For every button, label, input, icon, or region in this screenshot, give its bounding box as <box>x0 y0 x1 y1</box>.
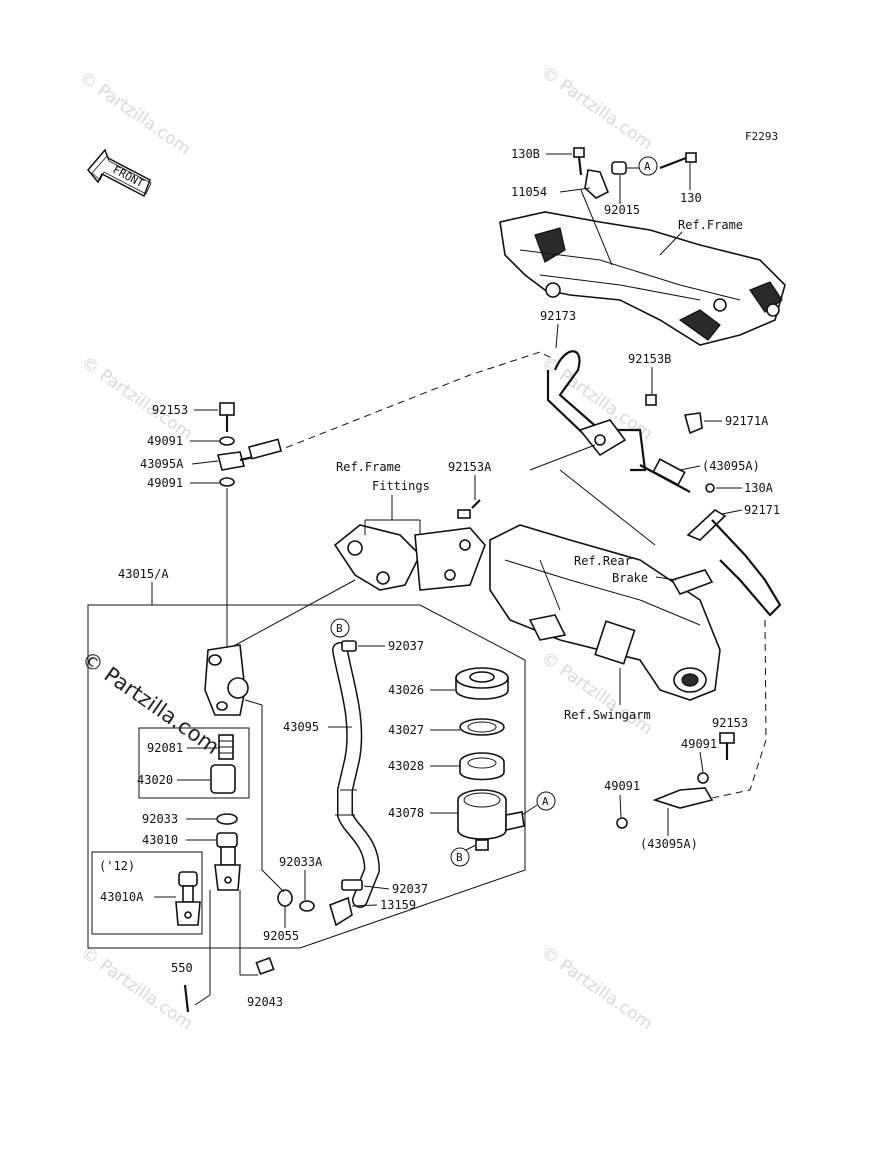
diaphragm-icon <box>459 752 505 781</box>
label-text: A <box>644 160 651 173</box>
frame-icon <box>499 211 786 346</box>
reservoir-cap-icon <box>455 667 509 700</box>
callout-43026: 43026 <box>388 683 424 697</box>
callout-92033: 92033 <box>142 812 178 826</box>
callout-43010A: 43010A <box>100 890 144 904</box>
ref-frame-top: Ref.Frame <box>678 218 743 232</box>
brake-switch-icon <box>639 458 715 493</box>
callout-92081: 92081 <box>147 741 183 755</box>
watermark-text: © Partzilla.com <box>537 648 656 740</box>
callout-130A: 130A <box>744 481 774 495</box>
callout-92171: 92171 <box>744 503 780 517</box>
callout-43015A: 43015/A <box>118 567 169 581</box>
reservoir-hose-icon <box>329 640 381 927</box>
swingarm-icon <box>489 524 721 701</box>
callout-49091-left-bottom: 49091 <box>147 476 183 490</box>
callout-130: 130 <box>680 191 702 205</box>
pushrod-icon <box>214 832 241 891</box>
spring-cable-icon <box>686 509 782 617</box>
callout-43027: 43027 <box>388 723 424 737</box>
callout-43010: 43010 <box>142 833 178 847</box>
piston-spring-icon <box>210 734 236 794</box>
callout-92037-top: 92037 <box>388 639 424 653</box>
reservoir-tank-icon <box>457 789 525 851</box>
year-label: ('12) <box>99 859 135 873</box>
pushrod-12-icon <box>175 871 201 926</box>
callout-92153B: 92153B <box>628 352 671 366</box>
callout-92153A: 92153A <box>448 460 492 474</box>
callout-92043: 92043 <box>247 995 283 1009</box>
frame-fittings-icon <box>333 499 486 591</box>
callout-43095A-bottom: (43095A) <box>640 837 698 851</box>
hose-route-line <box>711 619 767 799</box>
callout-13159: 13159 <box>380 898 416 912</box>
ref-swingarm: Ref.Swingarm <box>564 708 651 722</box>
callout-130B: 130B <box>511 147 540 161</box>
watermark-text: © Partzilla.com <box>537 63 656 155</box>
ref-frame-fittings-line1: Ref.Frame <box>336 460 401 474</box>
label-text: A <box>542 795 549 808</box>
diaphragm-plate-icon <box>459 718 505 736</box>
callout-92153-left: 92153 <box>152 403 188 417</box>
label-text: B <box>336 622 343 635</box>
watermark-text: © Partzilla.com <box>77 353 196 445</box>
ref-rear-line2: Brake <box>612 571 648 585</box>
left-fittings <box>216 402 283 648</box>
assembly-group-outline <box>87 604 526 949</box>
callout-49091-right-bottom: 49091 <box>604 779 640 793</box>
callout-92055: 92055 <box>263 929 299 943</box>
callout-43028: 43028 <box>388 759 424 773</box>
hose-route-line <box>274 351 556 453</box>
circle-a-reservoir: A <box>536 791 556 811</box>
figure-code: F2293 <box>745 130 778 143</box>
circle-a-marker: A <box>638 156 658 176</box>
callout-11054: 11054 <box>511 185 547 199</box>
master-cylinder-icon <box>204 644 249 716</box>
callout-92037-bottom: 92037 <box>392 882 428 896</box>
callout-92153-right: 92153 <box>712 716 748 730</box>
callout-43095A-top: (43095A) <box>702 459 760 473</box>
callout-92033A: 92033A <box>279 855 323 869</box>
top-bracket-parts <box>573 147 697 266</box>
circle-b-marker: B <box>330 618 350 638</box>
callout-43020: 43020 <box>137 773 173 787</box>
watermark-text: © Partzilla.com <box>537 943 656 1035</box>
callout-43095: 43095 <box>283 720 319 734</box>
watermark-text: © Partzilla.com <box>77 943 196 1035</box>
callout-92171A: 92171A <box>725 414 769 428</box>
front-arrow-icon: FRONT <box>87 148 152 198</box>
watermark-text: © Partzilla.com <box>75 68 194 160</box>
callout-43078: 43078 <box>388 806 424 820</box>
label-text: B <box>456 851 463 864</box>
callout-43095A-left: 43095A <box>140 457 184 471</box>
ref-frame-fittings-line2: Fittings <box>372 479 430 493</box>
callout-49091-left-top: 49091 <box>147 434 183 448</box>
callout-550: 550 <box>171 961 193 975</box>
footrest-bracket-icon <box>546 350 647 472</box>
circle-b-reservoir: B <box>450 847 470 867</box>
lower-right-fittings <box>616 732 735 829</box>
callout-49091-right-top: 49091 <box>681 737 717 751</box>
callout-92173: 92173 <box>540 309 576 323</box>
callout-92015: 92015 <box>604 203 640 217</box>
ref-rear-line1: Ref.Rear <box>574 554 632 568</box>
